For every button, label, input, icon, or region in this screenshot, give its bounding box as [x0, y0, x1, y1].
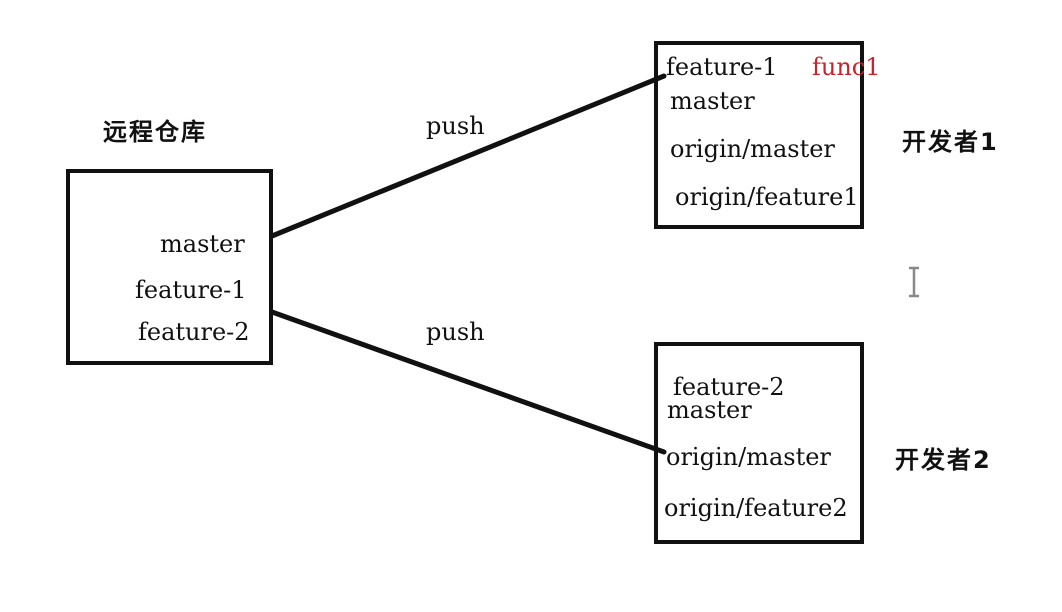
remote-repo-box: [66, 169, 273, 365]
developer2-label: 开发者2: [895, 446, 992, 474]
remote-branch-feature-1: feature-1: [135, 276, 247, 304]
push-line-dev1: [269, 73, 667, 239]
developer1-box: [654, 41, 864, 229]
push-line-dev2: [269, 309, 667, 455]
dev1-branch-origin-feature1: origin/feature1: [675, 183, 859, 211]
push-label-bottom: push: [426, 318, 485, 346]
dev2-branch-origin-master: origin/master: [666, 443, 831, 471]
text-cursor-icon: [909, 266, 919, 298]
remote-repo-title: 远程仓库: [103, 118, 207, 146]
dev2-branch-master: master: [667, 396, 752, 424]
developer2-box: [654, 342, 864, 544]
dev2-branch-origin-feature2: origin/feature2: [664, 494, 848, 522]
remote-branch-master: master: [160, 230, 245, 258]
dev1-func1-commit: func1: [812, 53, 881, 81]
dev1-branch-master: master: [670, 87, 755, 115]
dev1-branch-origin-master: origin/master: [670, 135, 835, 163]
dev2-branch-feature-2: feature-2: [673, 373, 785, 401]
dev1-branch-feature-1: feature-1: [666, 53, 778, 81]
push-label-top: push: [426, 112, 485, 140]
remote-branch-feature-2: feature-2: [138, 318, 250, 346]
developer1-label: 开发者1: [902, 128, 999, 156]
